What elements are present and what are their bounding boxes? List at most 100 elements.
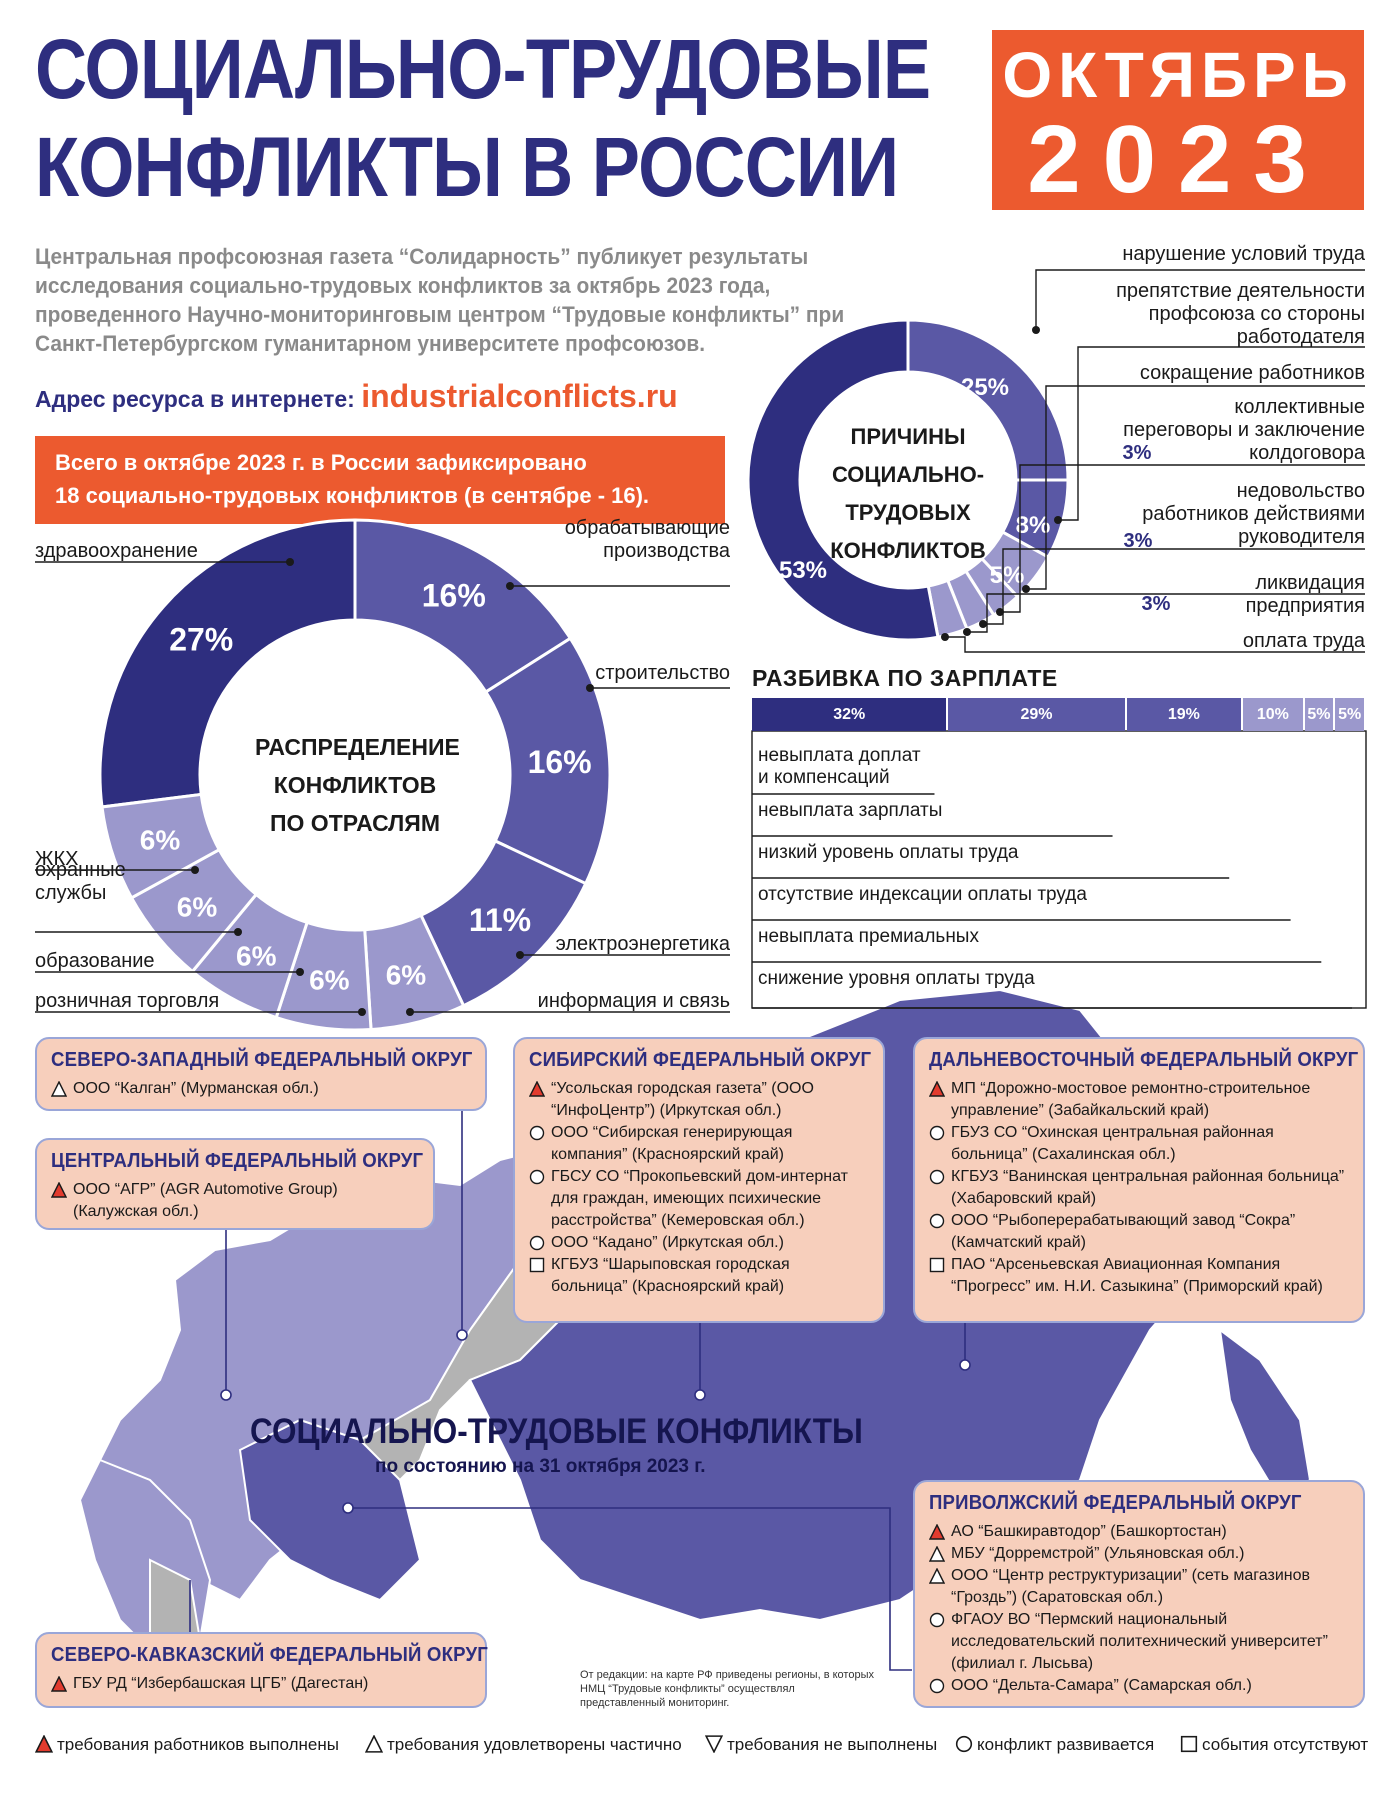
white-triangle-icon <box>50 1080 68 1097</box>
cause-value-label: 3% <box>1124 530 1153 552</box>
industry-leader-dot <box>586 684 594 692</box>
industry-leader-dot <box>506 582 514 590</box>
map-connector-dot <box>694 1389 706 1401</box>
map-region-sakhalin <box>1218 1327 1312 1502</box>
district-item-text: ПАО “Арсеньевская Авиационная Компания “… <box>951 1256 1323 1295</box>
industry-leader-dot <box>191 866 199 874</box>
district-title: СЕВЕРО-КАВКАЗСКИЙ ФЕДЕРАЛЬНЫЙ ОКРУГ <box>51 1644 488 1666</box>
cause-label-line: профсоюза со стороны <box>1148 303 1365 325</box>
district-box: СЕВЕРО-ЗАПАДНЫЙ ФЕДЕРАЛЬНЫЙ ОКРУГ ООО “Ка… <box>35 1037 487 1111</box>
industry-title-line: КОНФЛИКТОВ <box>273 772 437 798</box>
circle-icon <box>929 1678 945 1694</box>
industry-label-line: электроэнергетика <box>555 933 730 955</box>
industry-leader-dot <box>234 928 242 936</box>
industry-title-line: ПО ОТРАСЛЯМ <box>270 810 440 836</box>
cause-leader-line <box>1000 464 1365 613</box>
district-item: КГБУЗ “Шарыповская городская больница” (… <box>529 1254 869 1298</box>
district-title: СЕВЕРО-ЗАПАДНЫЙ ФЕДЕРАЛЬНЫЙ ОКРУГ <box>51 1049 473 1071</box>
status-symbol <box>928 1545 946 1562</box>
summary-line-1: Всего в октябре 2023 г. в России зафикси… <box>55 450 587 475</box>
cause-leader-line <box>983 548 1365 625</box>
status-symbol <box>50 1080 68 1097</box>
legend-symbol <box>34 1734 54 1753</box>
district-item: ООО “Центр реструктуризации” (сеть магаз… <box>928 1565 1349 1609</box>
salary-label: невыплата премиальных <box>758 926 979 948</box>
causes-title-line: СОЦИАЛЬНО- <box>831 462 985 487</box>
date-year: 2023 <box>1027 106 1329 213</box>
cause-leader-dot <box>1032 326 1040 334</box>
summary-line-2: 18 социально-трудовых конфликтов (в сент… <box>55 483 650 508</box>
industry-leader-dot <box>516 951 524 959</box>
cause-leader-dot <box>1022 585 1030 593</box>
salary-label: снижение уровня оплаты труда <box>758 968 1035 990</box>
industry-leader-dot <box>406 1008 414 1016</box>
industry-label: розничная торговля <box>35 990 219 1013</box>
industry-title-line: РАСПРЕДЕЛЕНИЕ <box>255 734 460 760</box>
industry-chart-title: РАСПРЕДЕЛЕНИЕ КОНФЛИКТОВ ПО ОТРАСЛЯМ <box>255 728 460 842</box>
circle-icon <box>529 1125 545 1141</box>
legend-text: события отсутствуют <box>1202 1735 1369 1754</box>
map-region-volga <box>238 1418 422 1602</box>
district-item-text: ГБУ РД “Избербашская ЦГБ” (Дагестан) <box>73 1675 369 1692</box>
causes-title-line: ТРУДОВЫХ <box>845 500 971 525</box>
date-month: ОКТЯБРЬ <box>1002 39 1354 111</box>
url-link[interactable]: industrialconflicts.ru <box>361 378 678 414</box>
district-item-text: “Усольская городская газета” (ООО “ИнфоЦ… <box>551 1080 814 1119</box>
causes-title-line: КОНФЛИКТОВ <box>830 538 986 563</box>
district-item-text: ООО “Центр реструктуризации” (сеть магаз… <box>951 1567 1310 1606</box>
district-item-text: ООО “Калган” (Мурманская обл.) <box>73 1080 319 1097</box>
map-connector-line <box>348 1507 912 1671</box>
industry-label: ЖКХ <box>35 848 78 871</box>
cause-label-line: сокращение работников <box>1139 362 1365 384</box>
industry-value-label: 6% <box>386 960 427 991</box>
salary-bar-segment: 29% <box>948 698 1125 731</box>
circle-icon <box>529 1235 545 1251</box>
white-triangle-icon <box>928 1545 946 1562</box>
legend-symbol <box>364 1734 384 1753</box>
cause-label-line: работников действиями <box>1142 503 1365 525</box>
district-item-text: КГБУЗ “Ванинская центральная районная бо… <box>951 1168 1345 1207</box>
industry-label-line: розничная торговля <box>35 990 220 1012</box>
cause-leader-line <box>967 593 1365 633</box>
down-triangle-icon <box>704 1735 724 1754</box>
industry-label-line: службы <box>35 882 107 904</box>
cause-label-line: переговоры и заключение <box>1123 419 1365 441</box>
red-triangle-icon <box>528 1080 546 1097</box>
legend-item: требования удовлетворены частично <box>364 1734 682 1755</box>
cause-value-label: 3% <box>1123 442 1152 464</box>
map-subtitle: по состоянию на 31 октября 2023 г. <box>375 1456 706 1477</box>
salary-bar-segment: 32% <box>752 698 947 731</box>
square-icon <box>529 1257 545 1273</box>
intro-text: Центральная профсоюзная газета “Солидарн… <box>35 244 845 356</box>
district-item: ООО “Сибирская генерирующая компания” (К… <box>529 1122 869 1166</box>
district-item-text: ООО “Сибирская генерирующая компания” (К… <box>551 1124 793 1163</box>
district-item-text: МП “Дорожно-мостовое ремонтно-строительн… <box>951 1080 1311 1119</box>
red-triangle-icon <box>928 1523 946 1540</box>
salary-label: отсутствие индексации оплаты труда <box>758 884 1087 906</box>
cause-slice <box>746 318 940 642</box>
district-box: СИБИРСКИЙ ФЕДЕРАЛЬНЫЙ ОКРУГ“Усольская го… <box>513 1037 885 1323</box>
salary-label-line: невыплата доплат <box>758 745 921 766</box>
cause-label-line: колдоговора <box>1249 442 1365 464</box>
cause-leader-dot <box>1054 516 1062 524</box>
legend-text: конфликт развивается <box>977 1735 1155 1754</box>
district-item: ГБУ РД “Избербашская ЦГБ” (Дагестан) <box>50 1673 471 1695</box>
salary-label: низкий уровень оплаты труда <box>758 842 1018 864</box>
cause-value-label: 5% <box>990 562 1025 589</box>
square-icon <box>1180 1735 1198 1753</box>
status-symbol <box>929 1678 945 1694</box>
industry-value-label: 6% <box>177 892 218 923</box>
legend-symbol <box>1180 1735 1198 1753</box>
status-symbol <box>928 1567 946 1584</box>
map-title: СОЦИАЛЬНО-ТРУДОВЫЕ КОНФЛИКТЫ <box>250 1412 863 1451</box>
cause-leader-line <box>1026 385 1365 590</box>
salary-bar-segment: 19% <box>1126 698 1242 731</box>
red-triangle-icon <box>50 1181 68 1198</box>
cause-label-line: руководителя <box>1238 526 1365 548</box>
industry-slice <box>100 792 222 900</box>
salary-label-line: невыплата зарплаты <box>758 800 943 821</box>
